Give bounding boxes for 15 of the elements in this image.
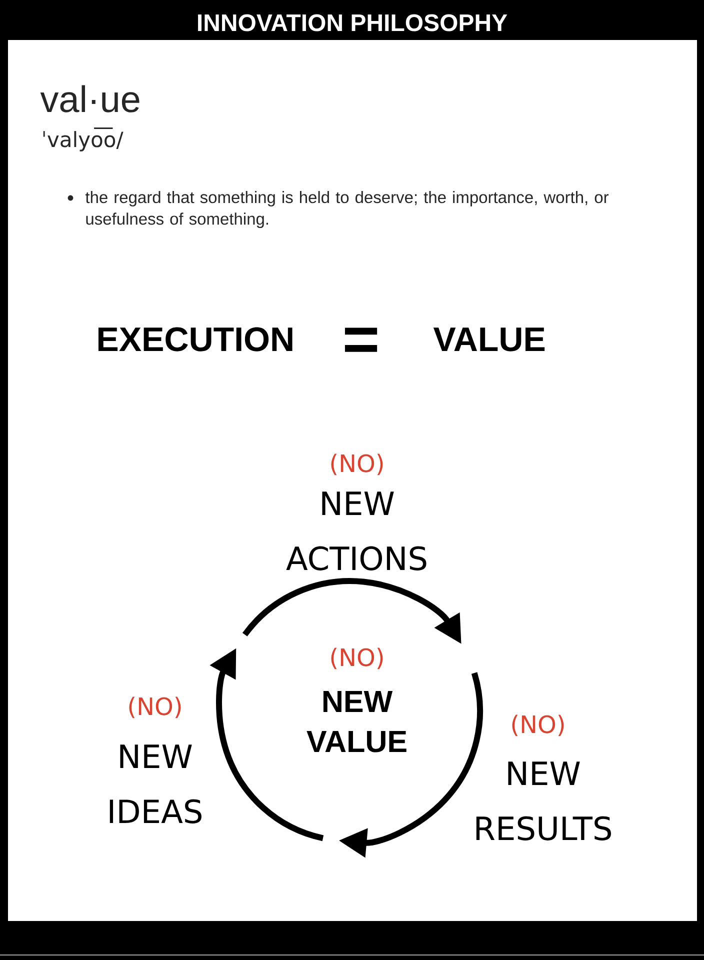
definition-text: the regard that something is held to deserve; the importance, worth, or usefulness of something. <box>85 191 609 228</box>
qualifier-label: (NO) <box>331 454 383 476</box>
qualifier-label: (NO) <box>129 696 181 718</box>
pronunciation: ˈvalyo͞o/ <box>43 128 124 152</box>
center-title: NEW VALUE <box>306 691 406 752</box>
equation-term: EXECUTION <box>98 327 292 352</box>
equation-term: VALUE <box>433 328 545 352</box>
step-label: NEW RESULTS <box>476 762 611 840</box>
headword: val·ue <box>40 85 140 112</box>
equals-sign: = <box>344 328 378 352</box>
page-title: INNOVATION PHILOSOPHY <box>198 14 508 32</box>
step-label: NEW IDEAS <box>110 744 202 824</box>
step-label: NEW ACTIONS <box>286 492 426 570</box>
qualifier-label: (NO) <box>512 714 564 736</box>
qualifier-label: (NO) <box>331 648 383 670</box>
